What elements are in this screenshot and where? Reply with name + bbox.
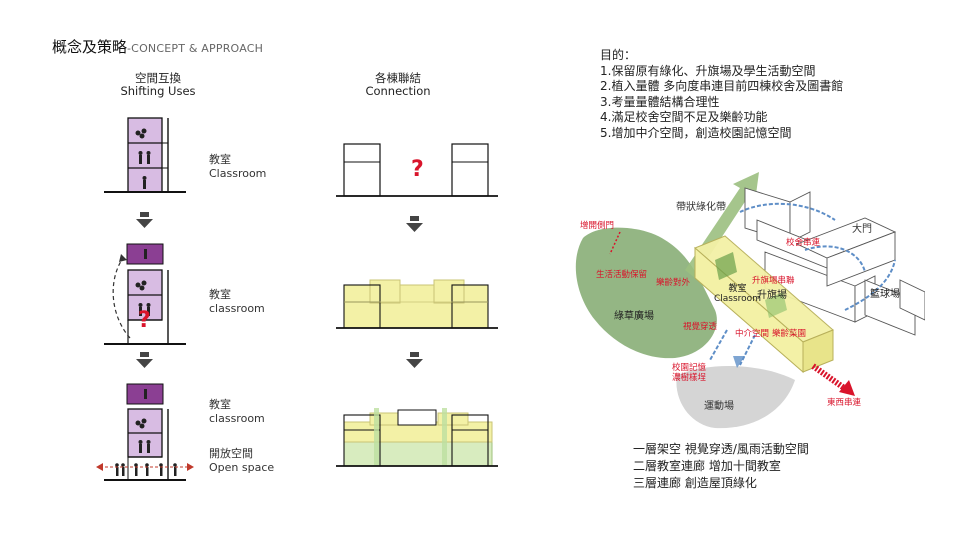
- row1-label: 教室 Classroom: [209, 153, 266, 181]
- down-arrow-1: [136, 212, 153, 228]
- site-memory-1: 校園記憶: [672, 363, 707, 373]
- connection-step2: [336, 279, 498, 329]
- question-mark-left: ?: [138, 308, 151, 333]
- site-garden-plaza: 綠草廣場: [614, 311, 654, 322]
- row1-building: [104, 117, 186, 193]
- question-mark-middle: ?: [411, 157, 424, 182]
- site-flag-field: 升旗場: [757, 290, 787, 301]
- inserted-volume: [694, 235, 834, 374]
- site-senior-out: 樂齡對外: [656, 278, 691, 288]
- goal-item: 3.考量量體結構合理性: [600, 94, 720, 109]
- site-side-gate: 增開側門: [580, 221, 615, 231]
- site-classroom: 教室 Classroom: [714, 284, 761, 304]
- site-green-belt: 帶狀綠化帶: [676, 202, 726, 213]
- blue-arrow-head: [733, 356, 745, 368]
- row3-label: 教室 classroom: [209, 398, 265, 426]
- site-classroom-en: Classroom: [714, 294, 761, 304]
- row3-building: [96, 383, 194, 481]
- site-senior-garden: 樂齡菜園: [772, 329, 807, 339]
- site-playground: 運動場: [704, 401, 734, 412]
- connection-step3: [336, 408, 498, 467]
- site-plan-diagram: [575, 172, 925, 429]
- circulation-arrows: [709, 202, 896, 366]
- down-arrow-3: [406, 216, 423, 232]
- level-item: 一層架空 視覺穿透/風雨活動空間: [633, 442, 809, 456]
- site-mid-space: 中介空間: [735, 329, 770, 339]
- levels-list: 一層架空 視覺穿透/風雨活動空間 二層教室連廊 增加十間教室 三層連廊 創造屋頂…: [633, 441, 809, 492]
- goal-item: 5.增加中介空間，創造校園記憶空間: [600, 125, 792, 140]
- site-main-gate: 大門: [852, 224, 872, 235]
- connection-header-en: Connection: [365, 84, 431, 98]
- site-east-west: 東西串連: [827, 398, 862, 408]
- connection-header-zh: 各棟聯結: [375, 71, 421, 85]
- title-en: -CONCEPT & APPROACH: [127, 42, 264, 55]
- open-space-label-en: Open space: [209, 461, 275, 474]
- goals-heading: 目的：: [600, 48, 637, 62]
- connection-diagram: [336, 143, 498, 467]
- row1-label-en: Classroom: [209, 167, 267, 180]
- row2-label: 教室 classroom: [209, 288, 265, 316]
- shifting-header: 空間互換 Shifting Uses: [108, 72, 208, 98]
- title-zh: 概念及策略: [52, 38, 128, 56]
- down-arrow-2: [136, 352, 153, 368]
- site-classroom-zh: 教室: [728, 284, 747, 294]
- connection-header: 各棟聯結 Connection: [348, 72, 448, 98]
- east-west-arrow: [811, 363, 855, 396]
- row2-label-en: classroom: [209, 302, 265, 315]
- shifting-header-en: Shifting Uses: [120, 84, 196, 98]
- site-memory-2: 濃樹樣埕: [672, 373, 707, 383]
- playground-area: [676, 365, 795, 429]
- page-title: 概念及策略-CONCEPT & APPROACH: [52, 36, 263, 57]
- down-arrow-4: [406, 352, 423, 368]
- row2-building: [104, 243, 186, 345]
- shifting-header-zh: 空間互換: [135, 71, 181, 85]
- side-gate-arrow: [609, 231, 621, 255]
- row3-label-en: classroom: [209, 412, 265, 425]
- open-space-label-zh: 開放空間: [209, 447, 253, 460]
- open-space-label: 開放空間 Open space: [209, 447, 274, 475]
- goal-item: 1.保留原有綠化、升旗場及學生活動空間: [600, 63, 816, 78]
- goal-item: 4.滿足校舍空間不足及樂齡功能: [600, 110, 768, 124]
- row3-label-zh: 教室: [209, 398, 231, 411]
- goal-item: 2.植入量體 多向度串連目前四棟校舍及圖書館: [600, 79, 844, 93]
- level-item: 二層教室連廊 增加十間教室: [633, 459, 781, 473]
- goals-list: 目的： 1.保留原有綠化、升旗場及學生活動空間 2.植入量體 多向度串連目前四棟…: [600, 48, 843, 141]
- shifting-uses-diagram: [96, 117, 194, 481]
- site-basketball: 籃球場: [870, 289, 900, 300]
- connection-step1: [336, 143, 498, 197]
- site-student-space: 生活活動保留: [596, 270, 648, 280]
- site-flag-link: 升旗場串聯: [752, 276, 795, 286]
- site-memory: 校園記憶 濃樹樣埕: [672, 363, 706, 383]
- green-plaza-area: [575, 227, 717, 359]
- row2-label-zh: 教室: [209, 288, 231, 301]
- site-visual: 視覺穿透: [683, 322, 718, 332]
- row1-label-zh: 教室: [209, 153, 231, 166]
- site-campus-link: 校舍串連: [786, 238, 821, 248]
- level-item: 三層連廊 創造屋頂綠化: [633, 476, 757, 490]
